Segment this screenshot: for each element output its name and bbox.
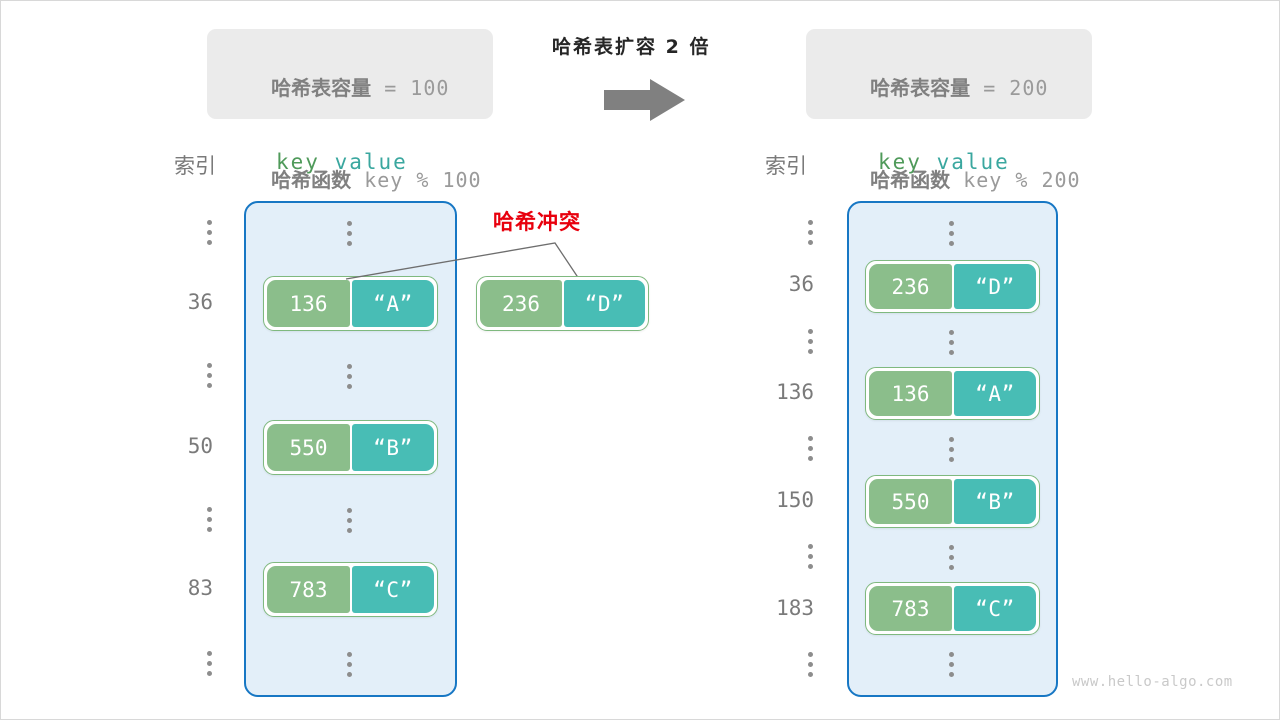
right-index-dots-4 — [808, 435, 814, 461]
right-index-8 — [736, 651, 814, 677]
right-function-line: 哈希函数 key % 200 — [832, 134, 1079, 225]
right-capacity-value: = 200 — [970, 76, 1049, 101]
right-pair-550-value: “B” — [954, 479, 1036, 524]
right-capacity-line: 哈希表容量 = 200 — [832, 43, 1066, 134]
left-row-dots-4 — [347, 508, 353, 533]
left-index-2 — [151, 362, 213, 388]
left-index-1: 36 — [187, 290, 213, 314]
left-index-header: 索引 — [174, 154, 216, 178]
left-index-4 — [151, 506, 213, 532]
right-value-header: value — [936, 150, 1010, 174]
collision-overflow-pair[interactable]: 236 “D” — [476, 276, 649, 331]
left-info-box: 哈希表容量 = 100 哈希函数 key % 100 — [207, 29, 493, 192]
right-index-3: 136 — [776, 380, 814, 404]
right-row-dots-8 — [949, 652, 955, 677]
right-pair-236-key: 236 — [869, 264, 952, 309]
right-row-dots-6 — [949, 545, 955, 570]
collision-label: 哈希冲突 — [493, 210, 581, 234]
left-index-3: 50 — [187, 434, 213, 458]
right-index-0 — [736, 219, 814, 245]
left-index-6 — [151, 650, 213, 676]
left-row-dots-0 — [347, 221, 353, 246]
left-key-header: key — [276, 150, 320, 174]
right-index-dots-8 — [808, 651, 814, 677]
left-index-dots-0 — [207, 219, 213, 245]
left-function-label: 哈希函数 — [271, 167, 352, 192]
right-info-box: 哈希表容量 = 200 哈希函数 key % 200 — [806, 29, 1092, 192]
left-pair-550[interactable]: 550 “B” — [263, 420, 438, 475]
left-row-dots-2 — [347, 364, 353, 389]
right-pair-236[interactable]: 236 “D” — [865, 260, 1040, 313]
right-key-header: key — [878, 150, 922, 174]
right-function-value: key % 200 — [950, 167, 1081, 192]
right-index-7: 183 — [776, 596, 814, 620]
left-pair-550-value: “B” — [352, 424, 434, 471]
right-index-dots-0 — [808, 219, 814, 245]
left-index-0 — [151, 219, 213, 245]
right-row-dots-4 — [949, 437, 955, 462]
left-index-dots-6 — [207, 650, 213, 676]
left-function-value: key % 100 — [351, 167, 482, 192]
right-pair-783-value: “C” — [954, 586, 1036, 631]
right-index-dots-6 — [808, 543, 814, 569]
left-index-dots-2 — [207, 362, 213, 388]
right-pair-136-key: 136 — [869, 371, 952, 416]
left-pair-550-key: 550 — [267, 424, 350, 471]
right-row-dots-2 — [949, 330, 955, 355]
expand-caption: 哈希表扩容 2 倍 — [552, 36, 711, 58]
left-pair-136-key: 136 — [267, 280, 350, 327]
watermark: www.hello-algo.com — [1072, 674, 1233, 690]
left-capacity-line: 哈希表容量 = 100 — [233, 43, 467, 134]
left-pair-783[interactable]: 783 “C” — [263, 562, 438, 617]
right-pair-783[interactable]: 783 “C” — [865, 582, 1040, 635]
right-pair-136-value: “A” — [954, 371, 1036, 416]
right-pair-550[interactable]: 550 “B” — [865, 475, 1040, 528]
left-pair-136-value: “A” — [352, 280, 434, 327]
right-function-label: 哈希函数 — [870, 167, 951, 192]
right-index-header: 索引 — [765, 154, 807, 178]
right-index-dots-2 — [808, 328, 814, 354]
left-row-dots-6 — [347, 652, 353, 677]
left-capacity-label: 哈希表容量 — [271, 76, 372, 101]
right-index-2 — [736, 328, 814, 354]
right-capacity-label: 哈希表容量 — [870, 76, 971, 101]
right-pair-783-key: 783 — [869, 586, 952, 631]
right-pair-236-value: “D” — [954, 264, 1036, 309]
right-index-4 — [736, 435, 814, 461]
right-arrow-icon — [604, 79, 686, 121]
right-index-1: 36 — [788, 272, 814, 296]
left-pair-783-key: 783 — [267, 566, 350, 613]
right-index-6 — [736, 543, 814, 569]
left-index-dots-4 — [207, 506, 213, 532]
right-row-dots-0 — [949, 221, 955, 246]
right-kv-header: key value — [878, 150, 1010, 174]
right-pair-136[interactable]: 136 “A” — [865, 367, 1040, 420]
left-value-header: value — [334, 150, 408, 174]
left-index-5: 83 — [187, 576, 213, 600]
left-kv-header: key value — [276, 150, 408, 174]
left-function-line: 哈希函数 key % 100 — [233, 134, 480, 225]
collision-overflow-value: “D” — [564, 280, 645, 327]
left-capacity-value: = 100 — [371, 76, 450, 101]
collision-overflow-key: 236 — [480, 280, 562, 327]
left-pair-783-value: “C” — [352, 566, 434, 613]
right-index-5: 150 — [776, 488, 814, 512]
right-pair-550-key: 550 — [869, 479, 952, 524]
left-pair-136[interactable]: 136 “A” — [263, 276, 438, 331]
